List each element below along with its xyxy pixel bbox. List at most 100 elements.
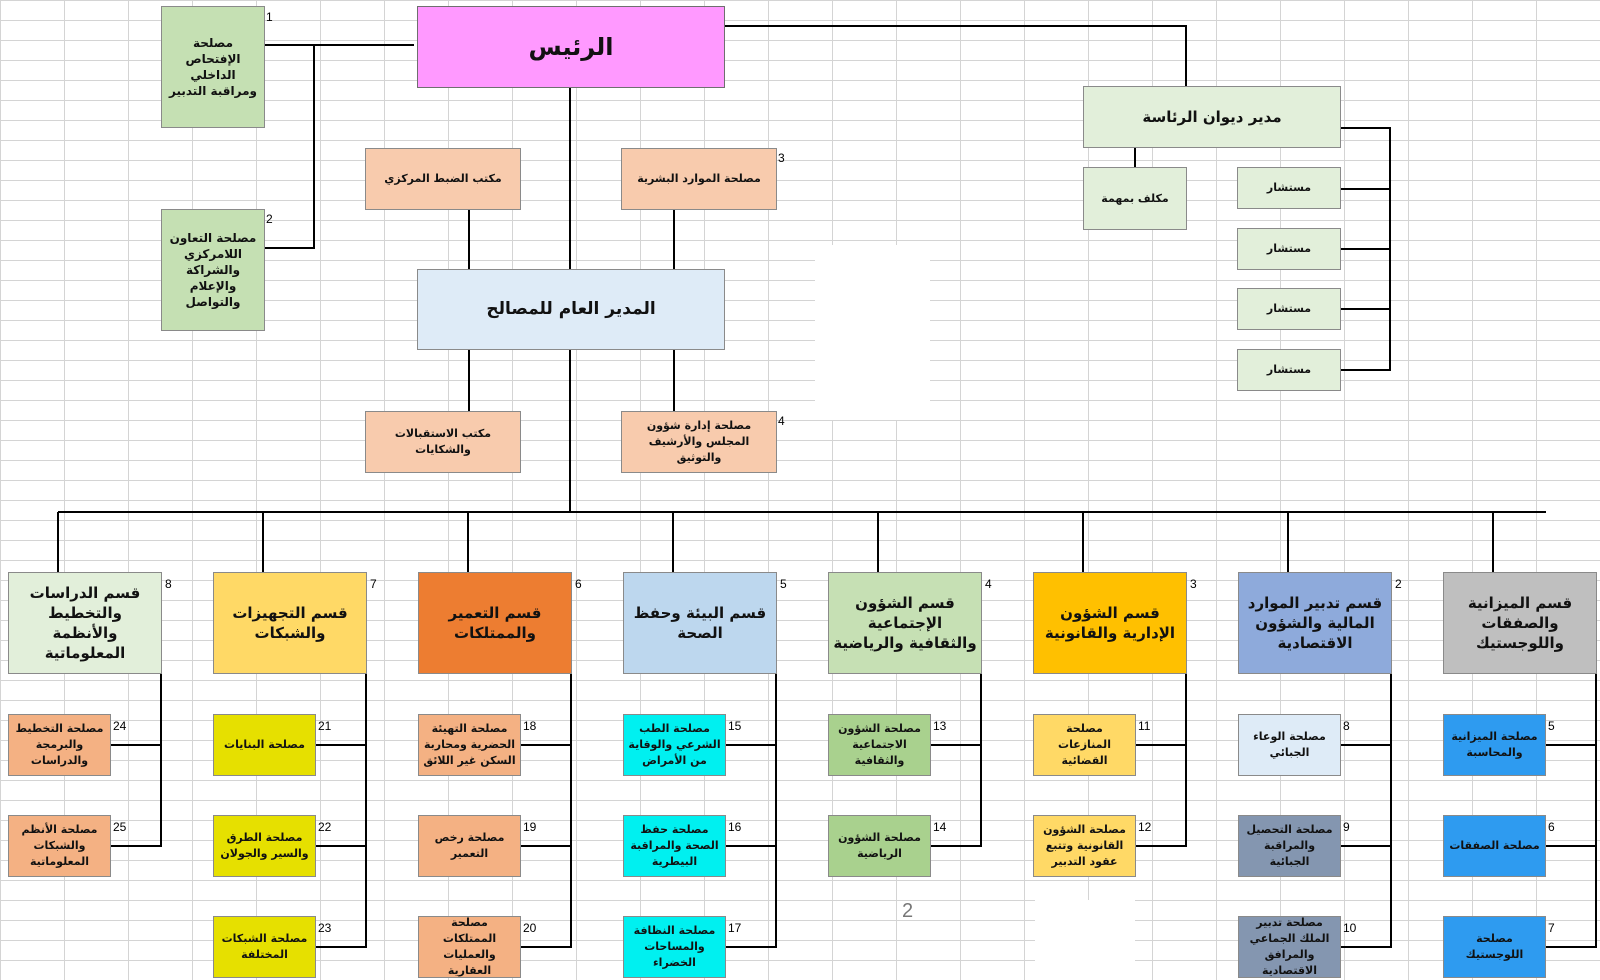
connector-line <box>1082 512 1084 572</box>
service-number: 23 <box>318 921 332 935</box>
connector-line <box>1546 845 1597 847</box>
connector-line <box>726 744 777 746</box>
division-box: قسم الميزانية والصفقات واللوجستيك <box>1443 572 1597 674</box>
service-box: مصلحة الطرق والسير والجولان <box>213 815 316 877</box>
connector-line <box>1341 744 1392 746</box>
service-box: مصلحة الطب الشرعي والوقاية من الأمراض <box>623 714 726 776</box>
audit-service-number: 1 <box>266 10 273 24</box>
connector-line <box>931 845 982 847</box>
connector-line <box>1390 674 1392 948</box>
service-box: مصلحة اللوجستيك <box>1443 916 1546 978</box>
service-number: 19 <box>523 820 537 834</box>
service-number: 15 <box>728 719 742 733</box>
connector-line <box>365 674 367 948</box>
service-box: مصلحة الأنظم والشبكات المعلوماتية <box>8 815 111 877</box>
connector-line <box>877 512 879 572</box>
connector-line <box>57 512 59 572</box>
connector-line <box>263 247 315 249</box>
blank-area <box>1035 900 1135 980</box>
connector-line <box>1339 188 1391 190</box>
connector-line <box>724 25 1187 27</box>
connector-line <box>111 744 162 746</box>
service-number: 12 <box>1138 820 1152 834</box>
service-box: مصلحة التحصيل والمراقبة الجبائية <box>1238 815 1341 877</box>
division-box: قسم البيئة وحفظ الصحة <box>623 572 777 674</box>
cooperation-service-box: مصلحة التعاون اللامركزي والشراكة والإعلا… <box>161 209 265 331</box>
blank-area <box>815 245 930 420</box>
service-number: 18 <box>523 719 537 733</box>
connector-line <box>1546 744 1597 746</box>
service-box: مصلحة النظافة والمساحات الخضراء <box>623 916 726 978</box>
connector-line <box>111 845 162 847</box>
connector-line <box>672 512 674 572</box>
division-number: 5 <box>780 577 787 591</box>
connector-line <box>775 674 777 948</box>
service-box: مصلحة الشؤون الرياضية <box>828 815 931 877</box>
reception-office-box: مكتب الاستقبالات والشكايات <box>365 411 521 473</box>
hr-service-number: 3 <box>778 151 785 165</box>
connector-line <box>1339 127 1391 129</box>
division-box: قسم الشؤون الإدارية والقانونية <box>1033 572 1187 674</box>
connector-line <box>521 845 572 847</box>
service-number: 22 <box>318 820 332 834</box>
connector-line <box>263 44 414 46</box>
service-box: مصلحة الشؤون القانونية وتتبع عقود التدبي… <box>1033 815 1136 877</box>
service-box: مصلحة الصفقات <box>1443 815 1546 877</box>
service-box: مصلحة التخطيط والبرمجة والدراسات <box>8 714 111 776</box>
service-number: 24 <box>113 719 127 733</box>
connector-line <box>726 845 777 847</box>
connector-line <box>1339 369 1391 371</box>
connector-line <box>569 87 571 271</box>
service-box: مصلحة الشؤون الاجتماعية والثقافية <box>828 714 931 776</box>
division-box: قسم الدراسات والتخطيط والأنظمة المعلومات… <box>8 572 162 674</box>
general-director-box: المدير العام للمصالح <box>417 269 725 350</box>
division-number: 8 <box>165 577 172 591</box>
connector-line <box>673 210 675 271</box>
council-service-box: مصلحة إدارة شؤون المجلس والأرشيف والتوثي… <box>621 411 777 473</box>
connector-line <box>980 674 982 847</box>
connector-line <box>1341 845 1392 847</box>
service-number: 11 <box>1138 719 1151 733</box>
service-box: مصلحة الوعاء الجبائي <box>1238 714 1341 776</box>
service-number: 10 <box>1343 921 1357 935</box>
connector-line <box>316 744 367 746</box>
service-number: 21 <box>318 719 332 733</box>
advisor-box: مستشار <box>1237 288 1341 330</box>
service-box: مصلحة الممتلكات والعمليات العقارية <box>418 916 521 978</box>
service-number: 14 <box>933 820 947 834</box>
cooperation-service-number: 2 <box>266 212 273 226</box>
service-number: 25 <box>113 820 127 834</box>
connector-line <box>1136 744 1187 746</box>
service-number: 5 <box>1548 719 1555 733</box>
division-box: قسم تدبير الموارد المالية والشؤون الاقتص… <box>1238 572 1392 674</box>
service-box: مصلحة الميزانية والمحاسبة <box>1443 714 1546 776</box>
connector-line <box>570 674 572 948</box>
connector-line <box>1492 512 1494 572</box>
advisor-box: مستشار <box>1237 228 1341 270</box>
central-office-box: مكتب الضبط المركزي <box>365 148 521 210</box>
connector-line <box>673 349 675 412</box>
advisor-box: مستشار <box>1237 167 1341 209</box>
connector-line <box>1546 946 1597 948</box>
connector-line <box>931 744 982 746</box>
connector-line <box>1341 946 1392 948</box>
audit-service-box: مصلحة الإفتحاص الداخلي ومراقبة التدبير <box>161 6 265 128</box>
connector-line <box>1339 308 1391 310</box>
connector-line <box>467 512 469 572</box>
service-number: 6 <box>1548 820 1555 834</box>
division-number: 7 <box>370 577 377 591</box>
connector-line <box>1134 146 1136 168</box>
division-box: قسم الشؤون الإجتماعية والثقافية والرياضي… <box>828 572 982 674</box>
service-box: مصلحة تدبير الملك الجماعي والمرافق الاقت… <box>1238 916 1341 978</box>
connector-line <box>58 511 1546 513</box>
division-box: قسم التعمير والممتلكات <box>418 572 572 674</box>
connector-line <box>521 744 572 746</box>
service-box: مصلحة حفظ الصحة والمراقبة البيطرية <box>623 815 726 877</box>
connector-line <box>313 44 315 249</box>
cabinet-director-box: مدير ديوان الرئاسة <box>1083 86 1341 148</box>
service-number: 9 <box>1343 820 1350 834</box>
division-number: 4 <box>985 577 992 591</box>
connector-line <box>1339 248 1391 250</box>
connector-line <box>1136 845 1187 847</box>
advisor-box: مستشار <box>1237 349 1341 391</box>
